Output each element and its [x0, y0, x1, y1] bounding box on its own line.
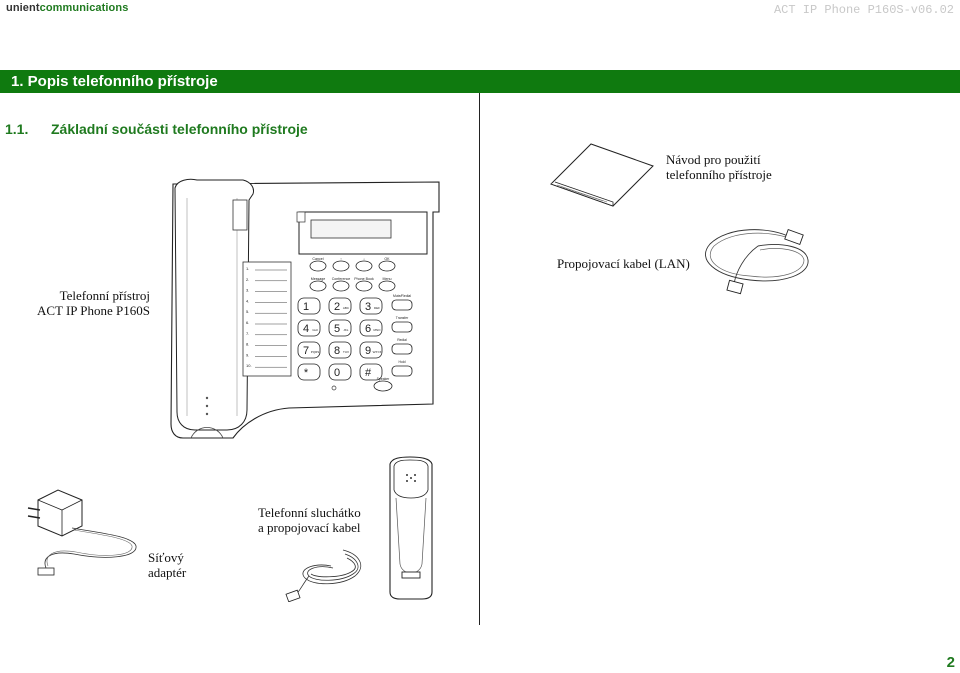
phone-book-key — [355, 280, 373, 292]
subsection-heading: 1.1. Základní součásti telefonního přístr… — [5, 121, 308, 137]
handset-label-line1: Telefonní sluchátko — [258, 505, 361, 520]
digit-key-letters: MNO — [374, 328, 382, 332]
phone-label: Telefonní přístroj ACT IP Phone P160S — [24, 288, 150, 318]
lan-cable-label: Propojovací kabel (LAN) — [557, 256, 690, 271]
memory-slot-label: 10. — [246, 363, 252, 368]
digit-key-letters: TUV — [343, 350, 349, 354]
handset-cord-illustration — [285, 549, 362, 602]
handset-label: Telefonní sluchátko a propojovací kabel — [258, 505, 361, 535]
function-key-label: Conference — [332, 277, 351, 281]
subsection-number: 1.1. — [5, 121, 29, 137]
section-title-bar: 1. Popis telefonního přístroje — [0, 70, 960, 93]
memory-slot-label: 6. — [246, 320, 249, 325]
digit-key-label: 3 — [365, 301, 371, 313]
redial-key — [391, 343, 413, 355]
function-key-label: OK — [384, 257, 390, 261]
down-key — [355, 260, 373, 272]
phone-label-line1: Telefonní přístroj — [59, 288, 150, 303]
menu-key — [378, 280, 396, 292]
subsection-title: Základní součásti telefonního přístroje — [51, 121, 308, 137]
function-key-label: Message — [311, 277, 326, 281]
adapter-label-line2: adaptér — [148, 565, 187, 580]
speaker-key — [373, 380, 393, 392]
side-key-label: Mute/Redial — [393, 294, 411, 298]
memory-slot-label: 3. — [246, 288, 249, 293]
memory-slot-label: 4. — [246, 298, 249, 303]
digit-key-letters: WXYZ — [373, 350, 382, 354]
adapter-label: Síťový adaptér — [148, 550, 186, 580]
manual-label-line2: telefonního přístroje — [666, 167, 772, 182]
digit-key-label: 9 — [365, 345, 371, 357]
side-key-label: Speaker — [377, 377, 390, 381]
side-key-label: Hold — [399, 360, 406, 364]
digit-key-letters: JKL — [343, 328, 349, 332]
dial-pad — [297, 297, 383, 381]
side-key-label: Transfer — [396, 316, 409, 320]
digit-key-label: 7 — [303, 345, 309, 357]
memory-slot-label: 2. — [246, 277, 249, 282]
phone-label-line2: ACT IP Phone P160S — [36, 303, 150, 318]
column-divider — [479, 93, 480, 625]
digit-key-label: 6 — [365, 323, 371, 335]
digit-key-label: 5 — [334, 323, 340, 335]
memory-slot-label: 5. — [246, 309, 249, 314]
manual-label: Návod pro použití telefonního přístroje — [666, 152, 772, 182]
function-key-label: ↓ — [363, 257, 365, 261]
digit-key-label: 1 — [303, 301, 309, 313]
handset-label-line2: a propojovací kabel — [258, 520, 361, 535]
up-key — [332, 260, 350, 272]
ok-key — [378, 260, 396, 272]
function-key-label: Menu — [383, 277, 392, 281]
page-number: 2 — [946, 654, 955, 671]
function-key-label: Phone Book — [354, 277, 374, 281]
digit-key-letters: ABC — [343, 306, 350, 310]
memory-slot-label: 9. — [246, 352, 249, 357]
memory-slot-label: 8. — [246, 342, 249, 347]
message-key — [309, 280, 327, 292]
manual-booklet-illustration — [550, 143, 654, 207]
digit-key-label: * — [304, 367, 309, 379]
lan-cable-illustration — [705, 228, 809, 295]
digit-key-label: 2 — [334, 301, 340, 313]
digit-key-letters: DEF — [374, 306, 380, 310]
digit-key-label: 4 — [303, 323, 309, 335]
digit-key-label: 8 — [334, 345, 340, 357]
function-key-label: Cancel — [312, 257, 323, 261]
function-key-label: ↑ — [340, 257, 342, 261]
side-key-label: Redial — [397, 338, 407, 342]
memory-slot-label: 7. — [246, 331, 249, 336]
brand-prefix: unient — [6, 2, 40, 14]
hold-key — [391, 365, 413, 377]
memory-slot-label: 1. — [246, 266, 249, 271]
conference-key — [332, 280, 350, 292]
digit-key-label: 0 — [334, 367, 340, 379]
digit-key-label: # — [365, 367, 372, 379]
power-adapter-illustration — [27, 489, 137, 576]
mute-key — [391, 299, 413, 311]
desk-phone-illustration: 1. 2. 3. 4. 5. 6. 7. 8. 9. 10. Cancel ↑ ↓ OK Message C… — [170, 178, 440, 439]
manual-label-line1: Návod pro použití — [666, 152, 761, 167]
transfer-key — [391, 321, 413, 333]
digit-key-letters: GHI — [312, 328, 318, 332]
adapter-label-line1: Síťový — [148, 550, 184, 565]
document-code: ACT IP Phone P160S-v06.02 — [773, 3, 954, 17]
digit-key-letters: PQRS — [311, 350, 320, 354]
section-title: 1. Popis telefonního přístroje — [11, 73, 218, 90]
brand-suffix: communications — [39, 2, 129, 14]
brand-logo: unientcommunications — [6, 2, 128, 14]
handset-illustration — [389, 456, 433, 600]
cancel-key — [309, 260, 327, 272]
